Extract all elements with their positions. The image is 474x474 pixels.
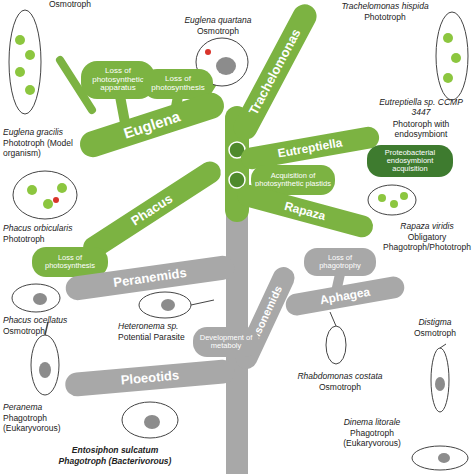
node-text: Development of metaboly	[197, 334, 255, 350]
event-bubble: Proteobacterial endosymbiont acquisition	[367, 145, 453, 177]
node-text: Euglena	[122, 108, 183, 141]
chloroplast	[390, 200, 398, 208]
chloroplast	[378, 194, 386, 202]
node-text: Trachelomonas	[246, 27, 303, 118]
eyespot	[53, 197, 59, 203]
trophic-mode: Osmotroph	[400, 329, 470, 339]
clade-branch: Phacus	[79, 157, 225, 263]
node-text: Loss of photosynthetic apparatus	[85, 67, 151, 93]
nucleus	[161, 299, 175, 311]
nucleus	[144, 415, 160, 429]
eyespot	[205, 49, 211, 55]
chloroplast	[443, 73, 453, 83]
cell-outline	[412, 446, 468, 470]
species-name: Peranema	[3, 403, 93, 413]
flagellum	[191, 300, 214, 305]
trophic-mode: Obligatory Phagotroph/Phototroph	[380, 233, 474, 253]
node-text: Loss of photosynthesis	[36, 254, 104, 270]
species-name: Euglena gracilis	[3, 128, 81, 138]
nucleus	[33, 293, 47, 305]
event-bubble: Development of metaboly	[193, 327, 259, 357]
species-name: Phacus ocellatus	[3, 316, 83, 326]
chloroplast	[27, 185, 37, 195]
nucleus	[438, 453, 450, 463]
cell-outline	[13, 171, 77, 219]
trophic-mode: Photoroph with endosymbiont	[376, 120, 466, 140]
species-name: Rapaza viridis	[380, 222, 474, 232]
cell-outline	[368, 185, 416, 215]
node-text: Peranemids	[113, 266, 188, 290]
node-text: Phacus	[129, 192, 175, 229]
clade-branch: Aphagea	[284, 275, 406, 318]
chloroplast	[25, 50, 35, 60]
cell-outline	[12, 284, 60, 312]
species-name: Entosiphon sulcatum	[40, 446, 190, 456]
node-text: Ploeotids	[120, 368, 180, 387]
node-text: Rapaza	[283, 199, 327, 222]
clade-branch: Ploeotids	[64, 359, 235, 398]
cell-outline	[31, 335, 59, 395]
species-name: Phagotroph (Bacterivorous)	[40, 457, 190, 467]
node-text: Loss of phagotrophy	[308, 254, 372, 270]
trophic-mode: Osmotroph	[168, 27, 268, 37]
chloroplast	[43, 199, 53, 209]
chloroplast	[443, 33, 453, 43]
node-text: Acquisition of photosynthetic plastids	[255, 172, 331, 188]
trophic-mode: Phototroph (Model organism)	[3, 139, 81, 159]
cell-outline	[431, 348, 449, 412]
chloroplast	[15, 67, 25, 77]
chloroplast	[25, 85, 35, 95]
species-name: Eutreptiella sp. CCMP 3447	[376, 98, 466, 118]
cell-outline	[436, 12, 468, 100]
cell-outline	[326, 326, 346, 364]
species-name: Euglena quartana	[168, 16, 268, 26]
species-name: Distigma	[400, 318, 470, 328]
trophic-mode: Phagotroph (Eukaryvorous)	[322, 429, 422, 449]
trophic-mode: Phototroph	[330, 13, 440, 23]
node-text: Aphagea	[319, 285, 371, 307]
flagellum	[330, 312, 336, 326]
trophic-mode: Potential Parasite	[118, 333, 198, 343]
nucleus	[39, 362, 51, 378]
trophic-mode: Osmotroph	[40, 0, 100, 10]
node-text: Proteobacterial endosymbiont acquisition	[371, 149, 449, 173]
chloroplast	[15, 35, 25, 45]
cell-outline	[139, 292, 191, 318]
flagellum	[440, 344, 446, 348]
clade-branch: Euglena	[77, 89, 228, 160]
trophic-mode: Phagotroph (Eukaryvorous)	[3, 414, 93, 434]
nucleus	[216, 57, 236, 75]
species-name: Trachelomonas hispida	[330, 2, 440, 12]
node-text: Loss of photosynthesis	[147, 75, 209, 92]
event-bubble: Loss of phagotrophy	[304, 248, 376, 276]
chloroplast	[451, 53, 461, 63]
chloroplast	[57, 183, 67, 193]
species-name: Phacus orbicularis	[3, 224, 88, 234]
species-name: Heteronema sp.	[118, 322, 198, 332]
trophic-mode: Phototroph	[3, 235, 88, 245]
species-name: Rhabdomonas costata	[285, 372, 395, 382]
chloroplast	[400, 192, 408, 200]
trophic-mode: Osmotroph	[285, 383, 395, 393]
species-name: Dinema litorale	[322, 418, 422, 428]
cell-outline	[9, 10, 41, 114]
nucleus	[435, 377, 445, 391]
trophic-mode: Osmotroph	[3, 327, 83, 337]
cell-outline	[122, 402, 178, 438]
node-text: Eutreptiella	[277, 136, 344, 160]
